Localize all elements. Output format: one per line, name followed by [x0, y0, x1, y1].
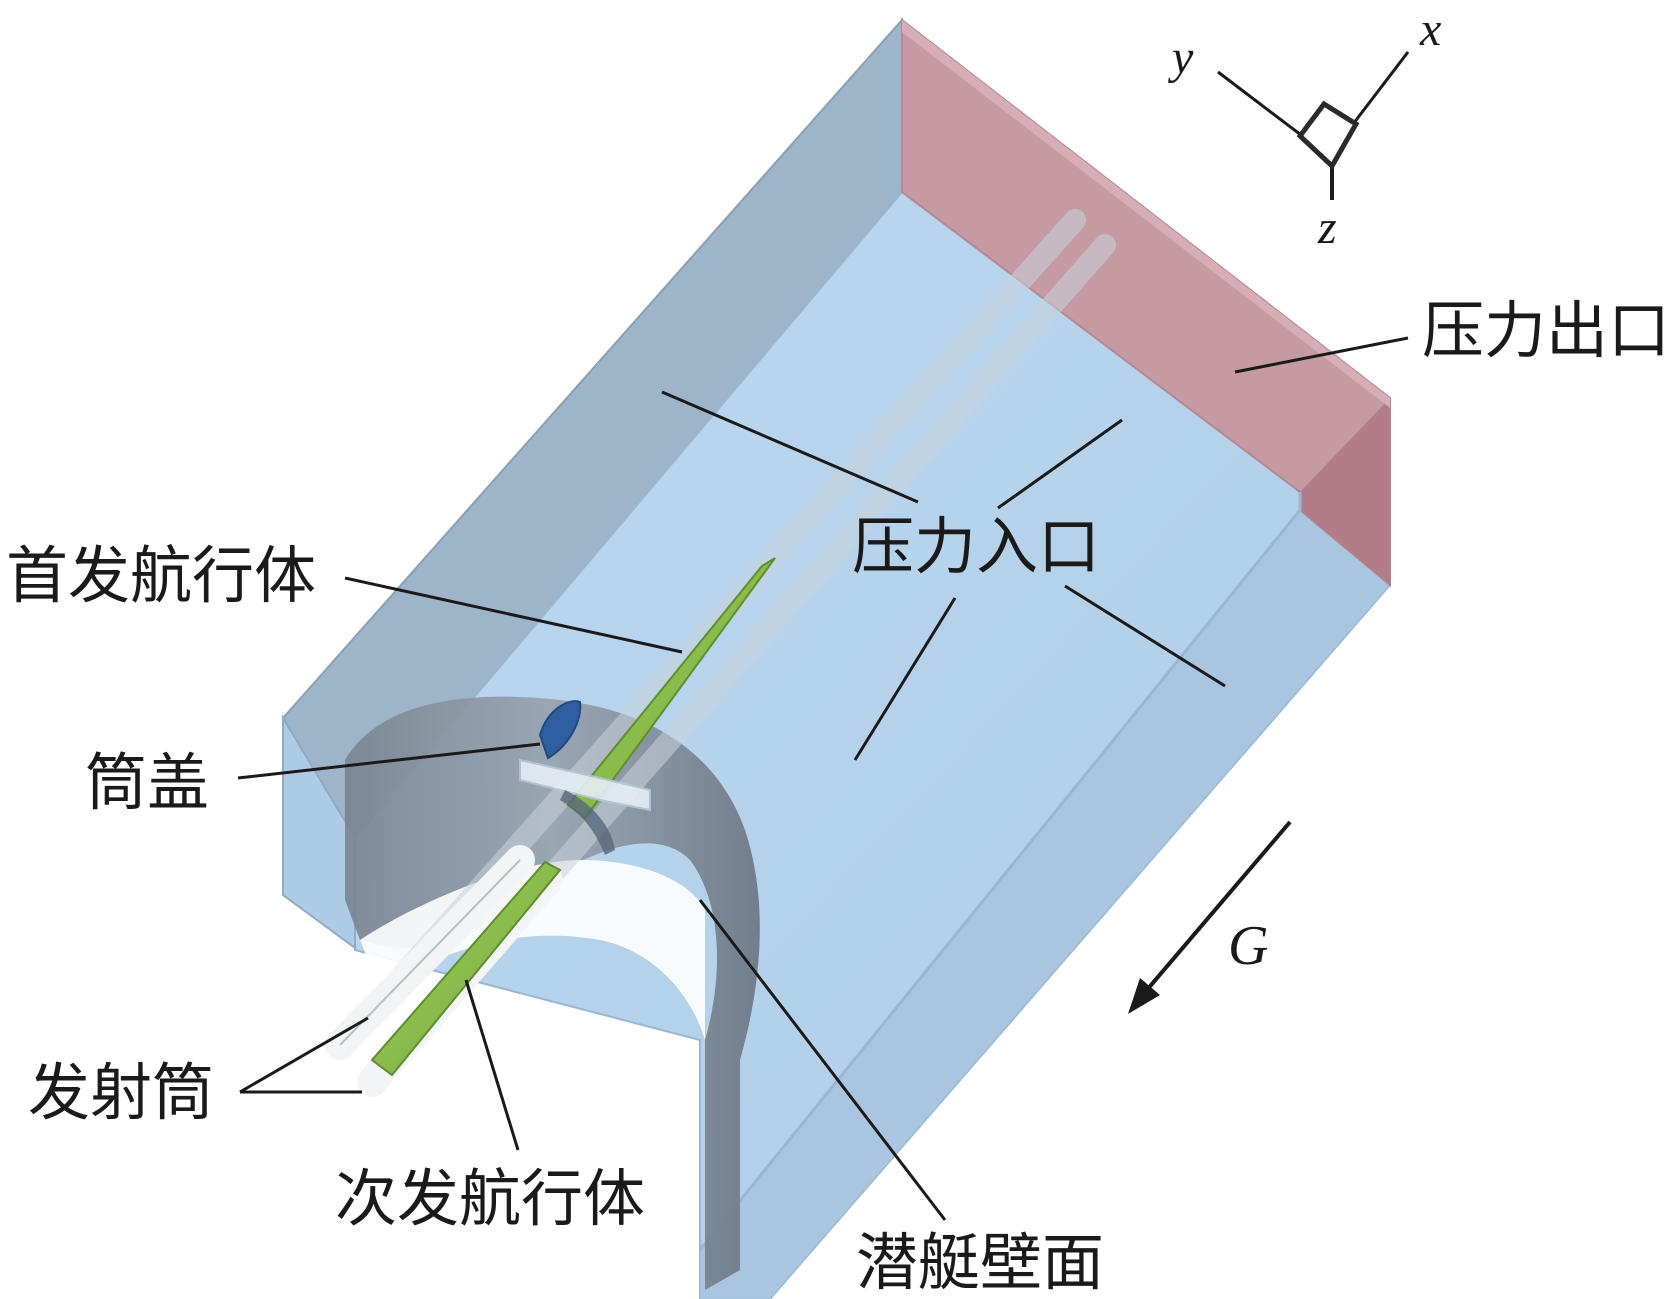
leader-inlet-4: [1064, 584, 1226, 688]
gravity-arrowhead: [1128, 978, 1160, 1014]
hull-cutout-inner: [360, 860, 705, 1040]
tube-cover: [538, 700, 582, 760]
domain-inner-edge: [698, 492, 1302, 1251]
leader-second-vehicle: [464, 979, 520, 1151]
leader-inlet-2: [997, 418, 1123, 510]
leader-cover: [237, 742, 541, 780]
pressure-outlet-side: [1300, 398, 1390, 585]
triad-box: [1296, 100, 1360, 170]
leader-lead-vehicle: [344, 576, 683, 654]
tube-cover-band: [519, 758, 651, 812]
coordinate-triad: [1217, 51, 1410, 200]
gravity-arrow: [1128, 820, 1292, 1014]
leader-lines: [237, 336, 1409, 1221]
leader-inlet-3: [853, 597, 957, 761]
leader-outlet: [1234, 336, 1409, 374]
outlet-top-strip: [902, 20, 1390, 408]
submarine-wall-surface: [345, 696, 760, 1290]
leader-tube-1: [239, 1016, 369, 1094]
y-axis-line: [1217, 70, 1306, 140]
x-axis-line: [1348, 51, 1410, 129]
launch-tube-white-edge: [339, 859, 521, 1046]
domain-left-block: [282, 714, 356, 950]
tube-cover-hinge: [560, 790, 615, 855]
leader-wall: [698, 899, 947, 1221]
domain-right-face: [700, 510, 1390, 1299]
leader-inlet-1: [661, 390, 919, 504]
second-vehicle: [370, 860, 562, 1077]
